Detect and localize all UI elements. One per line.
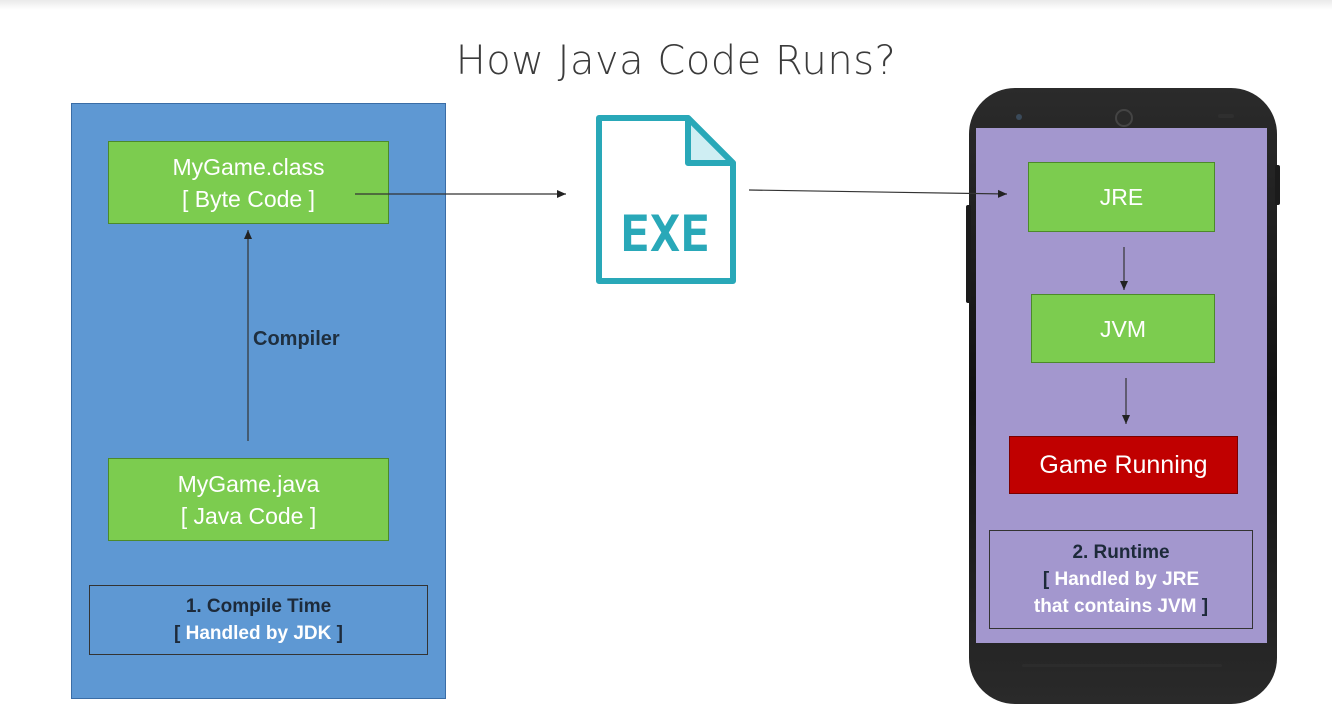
exe-file-icon: EXE [596, 115, 736, 284]
compile-time-handler: [ Handled by JDK ] [90, 620, 427, 647]
top-shadow-bar [0, 0, 1332, 10]
jvm-label: JVM [1100, 315, 1146, 342]
runtime-handler-line: [ Handled by JRE [990, 566, 1252, 593]
handled-by-jdk: Handled by JDK [185, 623, 332, 644]
phone-side-button-right [1275, 165, 1280, 205]
exe-to-jre-arrow [748, 189, 1008, 198]
phone-bottom-bezel-line [1022, 664, 1222, 667]
game-running-box: Game Running [1009, 436, 1238, 494]
java-label: [ Java Code ] [180, 502, 317, 529]
runtime-bracket-close: ] [1196, 596, 1209, 617]
phone-camera-icon [1115, 109, 1133, 127]
bytecode-filename: MyGame.class [172, 153, 325, 180]
phone-sensor-icon [1016, 114, 1022, 120]
bracket-open: [ [174, 623, 186, 644]
java-source-box: MyGame.java [ Java Code ] [108, 458, 389, 541]
jre-box: JRE [1028, 162, 1215, 232]
page-title: How Java Code Runs? [455, 38, 897, 84]
compile-time-note: 1. Compile Time [ Handled by JDK ] [89, 585, 428, 655]
java-filename: MyGame.java [177, 470, 320, 497]
exe-icon-label: EXE [620, 205, 710, 263]
jvm-box: JVM [1031, 294, 1215, 363]
contains-jvm: that contains JVM [1033, 596, 1197, 617]
compiler-label: Compiler [253, 328, 340, 350]
phone-side-button-left [966, 205, 971, 303]
runtime-heading: 2. Runtime [1072, 542, 1170, 563]
phone-speaker-icon [1218, 114, 1234, 118]
runtime-note: 2. Runtime [ Handled by JRE that contain… [989, 530, 1253, 629]
runtime-jvm-line: that contains JVM ] [990, 593, 1252, 620]
jre-label: JRE [1099, 184, 1144, 210]
bytecode-label: [ Byte Code ] [182, 185, 315, 212]
bytecode-box: MyGame.class [ Byte Code ] [108, 141, 389, 224]
handled-by-jre: Handled by JRE [1054, 569, 1200, 590]
bracket-close: ] [331, 623, 343, 644]
compile-time-heading: 1. Compile Time [185, 596, 332, 617]
runtime-bracket-open: [ [1042, 569, 1055, 590]
